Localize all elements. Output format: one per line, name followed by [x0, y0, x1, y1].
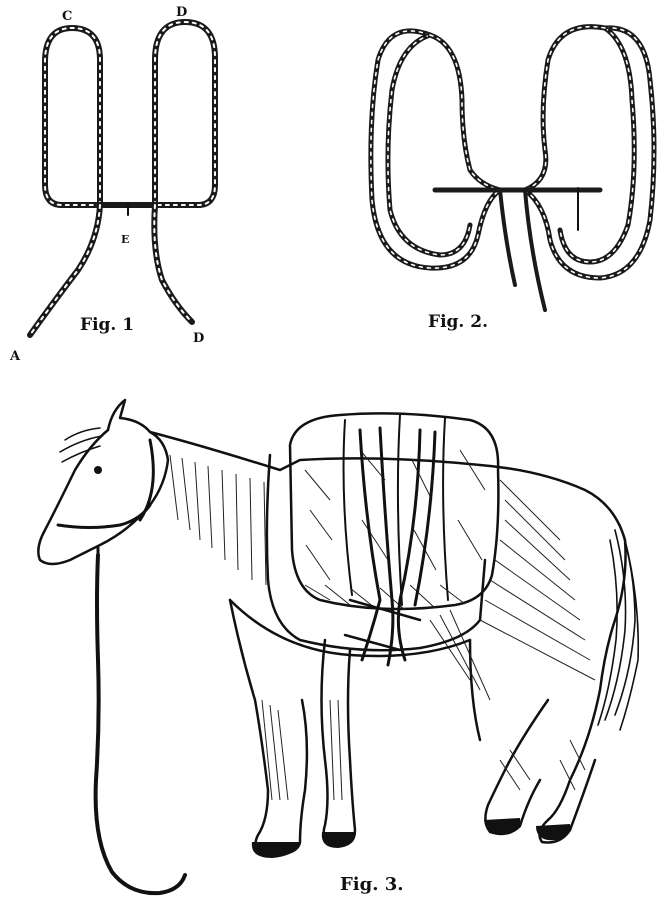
lead-rope	[96, 555, 185, 893]
label-e: E	[121, 233, 129, 246]
pack-load	[290, 413, 498, 610]
fig3-caption: Fig. 3.	[340, 874, 404, 895]
fig1-caption: Fig. 1	[80, 315, 134, 335]
label-d-bottom: D	[193, 331, 204, 346]
horse-eye	[94, 466, 102, 474]
hindquarter-shading	[430, 480, 595, 700]
label-d-top: D	[176, 5, 187, 20]
label-a: A	[9, 349, 21, 364]
saddle-pad	[267, 455, 485, 650]
horse-head	[38, 430, 168, 564]
fig1-rope	[30, 22, 215, 335]
figure-2-rope-layout: Fig. 2.	[371, 27, 654, 332]
horse-body	[108, 400, 626, 855]
fig2-rope	[371, 27, 654, 310]
fig2-caption: Fig. 2.	[428, 312, 488, 332]
figure-3-packed-horse: Fig. 3.	[38, 400, 638, 895]
label-c: C	[62, 9, 72, 24]
lash-ropes	[345, 428, 435, 665]
neck-shading	[170, 455, 266, 585]
figure-1-rope-layout: C D E A D Fig. 1	[9, 5, 215, 364]
horse-tail	[598, 525, 638, 730]
